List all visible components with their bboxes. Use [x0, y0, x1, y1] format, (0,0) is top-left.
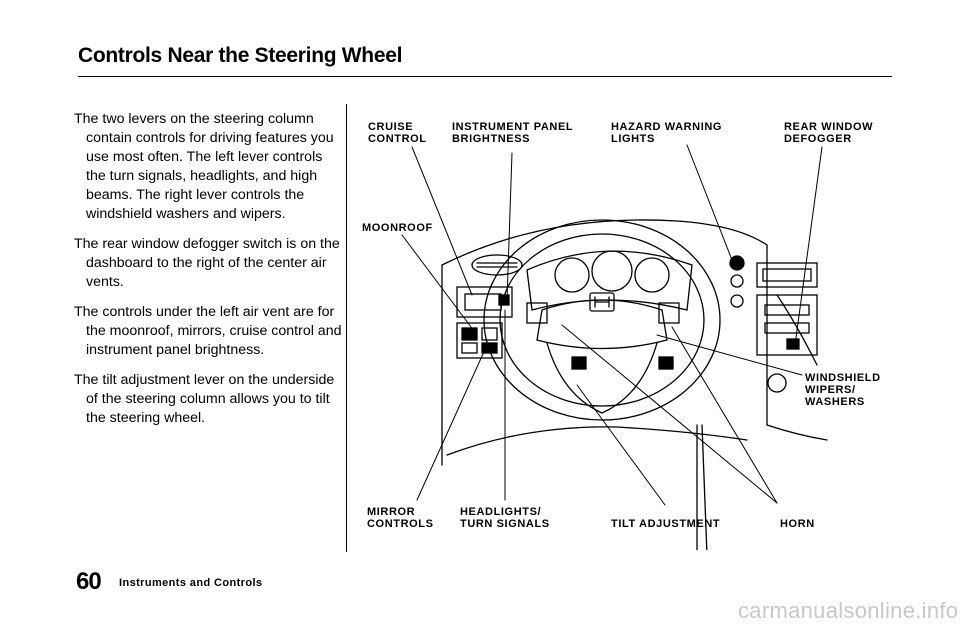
label-windshield-wipers-washers: WINDSHIELD WIPERS/ WASHERS — [805, 372, 881, 408]
page-number: 60 — [76, 568, 102, 595]
label-mirror-controls: MIRROR CONTROLS — [367, 506, 434, 530]
paragraph-levers: The two levers on the steering column co… — [74, 111, 334, 222]
center-console — [729, 255, 818, 393]
switch-cluster — [456, 322, 503, 359]
title-rule — [78, 76, 892, 77]
label-moonroof: MOONROOF — [362, 222, 433, 234]
paragraph-tilt: The tilt adjustment lever on the undersi… — [74, 372, 335, 426]
body-text: The two levers on the steering column co… — [74, 110, 342, 439]
paragraph-defogger: The rear window defogger switch is on th… — [74, 236, 340, 290]
page-title: Controls Near the Steering Wheel — [78, 44, 403, 67]
label-headlights-turn-signals: HEADLIGHTS/ TURN SIGNALS — [460, 506, 550, 530]
dashboard-outline — [441, 219, 828, 550]
leader-lines — [401, 144, 823, 506]
label-instrument-panel-brightness: INSTRUMENT PANEL BRIGHTNESS — [452, 121, 574, 145]
label-horn: HORN — [780, 518, 815, 530]
steering-wheel — [483, 219, 721, 421]
steering-wheel-diagram — [401, 144, 828, 550]
label-hazard-warning-lights: HAZARD WARNING LIGHTS — [611, 121, 723, 145]
column-divider — [346, 104, 347, 552]
paragraph-air-vent-controls: The controls under the left air vent are… — [74, 304, 342, 358]
label-rear-window-defogger: REAR WINDOW DEFOGGER — [784, 121, 874, 145]
watermark: carmanualsonline.info — [738, 598, 959, 623]
section-name: Instruments and Controls — [119, 577, 263, 589]
left-air-vent — [456, 254, 523, 318]
label-tilt-adjustment: TILT ADJUSTMENT — [611, 518, 721, 530]
label-cruise-control: CRUISE CONTROL — [368, 121, 427, 145]
